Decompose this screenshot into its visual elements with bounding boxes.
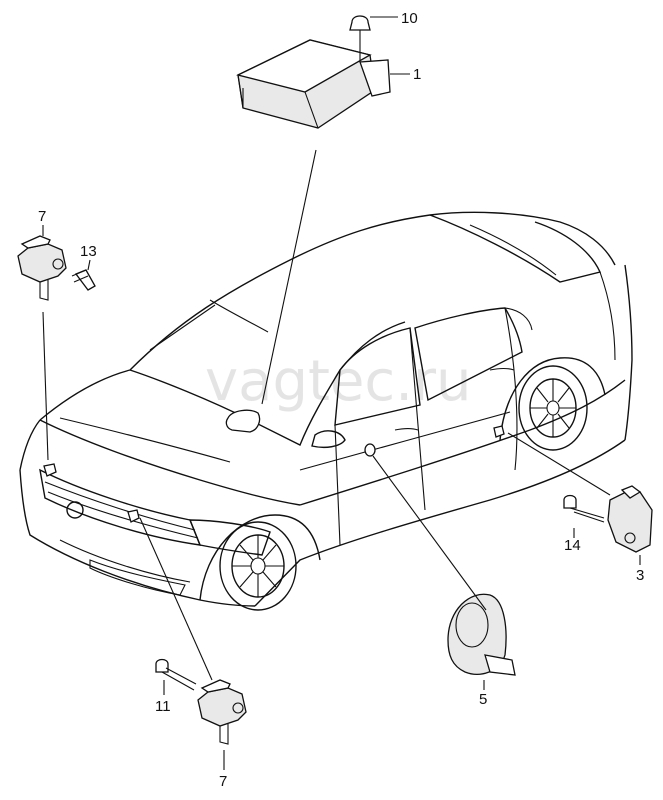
rear-wheel	[518, 365, 588, 451]
bolt-part-11	[155, 658, 197, 691]
crash-sensor-upper	[17, 235, 67, 301]
car-illustration	[19, 211, 633, 611]
front-wheel	[219, 521, 297, 611]
front-sensor-location-right	[127, 509, 140, 523]
callout-3: 3	[636, 567, 644, 584]
side-sensor	[607, 485, 653, 553]
crash-sensor-lower	[197, 679, 247, 745]
callout-5: 5	[479, 691, 487, 708]
leader-lines	[42, 16, 641, 770]
bolt-part-14	[563, 494, 605, 523]
nut-part	[349, 15, 371, 62]
callout-7-upper: 7	[38, 208, 46, 225]
callout-1: 1	[413, 66, 421, 83]
bolt-part-13	[71, 269, 96, 291]
door-sensor-location	[364, 443, 376, 457]
callout-7-lower: 7	[219, 773, 227, 790]
side-sensor-location	[493, 425, 505, 438]
airbag-control-unit	[236, 39, 391, 129]
door-pressure-sensor	[447, 593, 516, 676]
callout-11: 11	[155, 698, 171, 715]
control-unit-location	[225, 409, 261, 433]
front-sensor-location-left	[43, 463, 57, 477]
callout-14: 14	[564, 537, 581, 554]
callout-13: 13	[80, 243, 97, 260]
callout-10: 10	[401, 10, 418, 27]
